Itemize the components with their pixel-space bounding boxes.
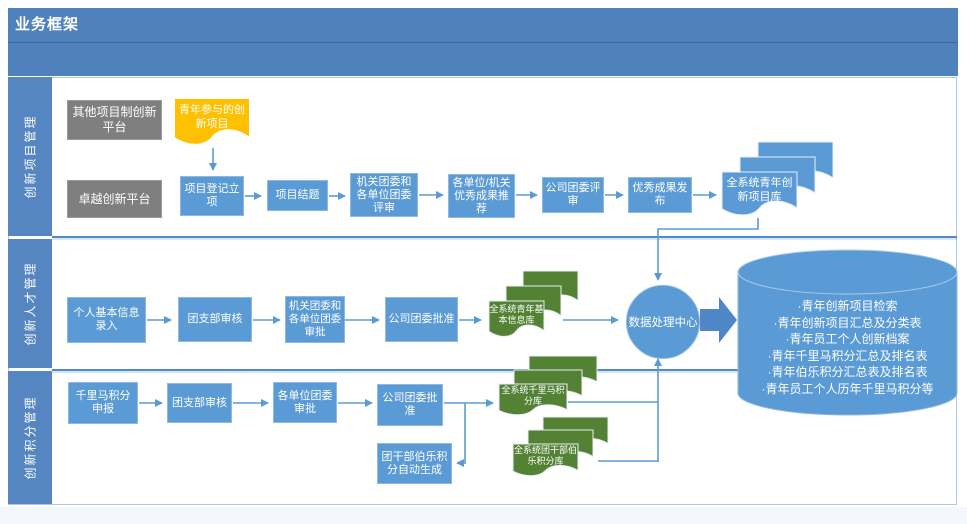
youth-project-doc-label: 青年参与的创新项目 (179, 104, 245, 130)
node-other-innovation-platform: 其他项目制创新平台 (67, 100, 162, 140)
lane-label-innovation-talent: 创新人才管理 (8, 239, 52, 368)
node-bole-auto-generate: 团干部伯乐积分自动生成 (377, 443, 452, 484)
node-achievement-recommend: 各单位/机关优秀成果推荐 (448, 174, 515, 218)
node-branch-review-points: 团支部审核 (167, 383, 232, 423)
qianlima-library-label: 全系统千里马积分库 (501, 385, 565, 406)
project-library-label: 全系统青年创新项目库 (726, 177, 793, 203)
node-youth-project-doc: 青年参与的创新项目 (175, 99, 249, 147)
block-arrow-icon (700, 297, 737, 343)
output-item: ·青年伯乐积分汇总表及排名表 (767, 365, 928, 379)
node-excellence-platform: 卓越创新平台 (67, 180, 162, 218)
header-band (8, 43, 958, 76)
node-project-register: 项目登记立项 (180, 176, 244, 216)
lane3-label-text: 创新积分管理 (23, 395, 38, 480)
lane-label-innovation-project: 创新项目管理 (8, 77, 52, 236)
output-item: ·青年创新项目检索 (797, 299, 898, 313)
document-shape-front (499, 384, 567, 417)
lane2-label-text: 创新人才管理 (23, 261, 38, 346)
node-data-processing-center: 数据处理中心 (626, 285, 700, 359)
output-item: ·青年员工个人创新档案 (785, 332, 910, 346)
document-shape-orange (175, 99, 249, 144)
title-bar: 业务框架 (8, 8, 958, 43)
node-personal-info-entry: 个人基本信息录入 (67, 297, 146, 343)
page-title: 业务框架 (15, 16, 80, 33)
node-qianlima-library: 全系统千里马积分库 (499, 356, 597, 417)
output-item: ·青年千里马积分汇总及排名表 (767, 348, 928, 363)
bole-library-label: 全系统团干部伯乐积分库 (513, 445, 577, 466)
node-basic-info-library: 全系统青年基本信息库 (489, 271, 578, 339)
node-project-conclude: 项目结题 (267, 180, 328, 211)
output-database-list: ·青年创新项目检索 ·青年创新项目汇总及分类表 ·青年员工个人创新档案 ·青年千… (747, 298, 948, 397)
node-league-approve: 机关团委和各单位团委审批 (285, 296, 345, 343)
lane-divider-1 (52, 236, 957, 238)
node-qianlima-declare: 千里马积分申报 (68, 382, 138, 424)
lane1-label-text: 创新项目管理 (23, 114, 38, 199)
lane-label-innovation-points: 创新积分管理 (8, 371, 52, 504)
document-shape-front (489, 301, 544, 339)
node-output-database: ·青年创新项目检索 ·青年创新项目汇总及分类表 ·青年员工个人创新档案 ·青年千… (737, 249, 958, 416)
node-company-review: 公司团委评审 (542, 177, 604, 213)
basic-info-library-label: 全系统青年基本信息库 (489, 304, 544, 325)
output-item: ·青年创新项目汇总及分类表 (773, 315, 922, 330)
node-project-library: 全系统青年创新项目库 (722, 142, 833, 218)
cylinder-shape (737, 249, 958, 416)
bottom-margin (0, 507, 967, 524)
document-shape-front (513, 444, 578, 478)
node-league-review: 机关团委和各单位团委评审 (350, 173, 418, 217)
node-unit-approve: 各单位团委审批 (273, 382, 337, 423)
node-branch-review-talent: 团支部审核 (178, 297, 252, 342)
node-company-approve-talent: 公司团委批准 (385, 297, 458, 342)
output-item: ·青年员工个人历年千里马积分等 (761, 381, 934, 396)
node-bole-library: 全系统团干部伯乐积分库 (513, 417, 608, 478)
node-company-approve-points: 公司团委批准 (377, 384, 443, 426)
node-achievement-publish: 优秀成果发布 (628, 177, 692, 213)
document-shape-front (722, 172, 797, 218)
lane-divider-2 (52, 369, 957, 371)
